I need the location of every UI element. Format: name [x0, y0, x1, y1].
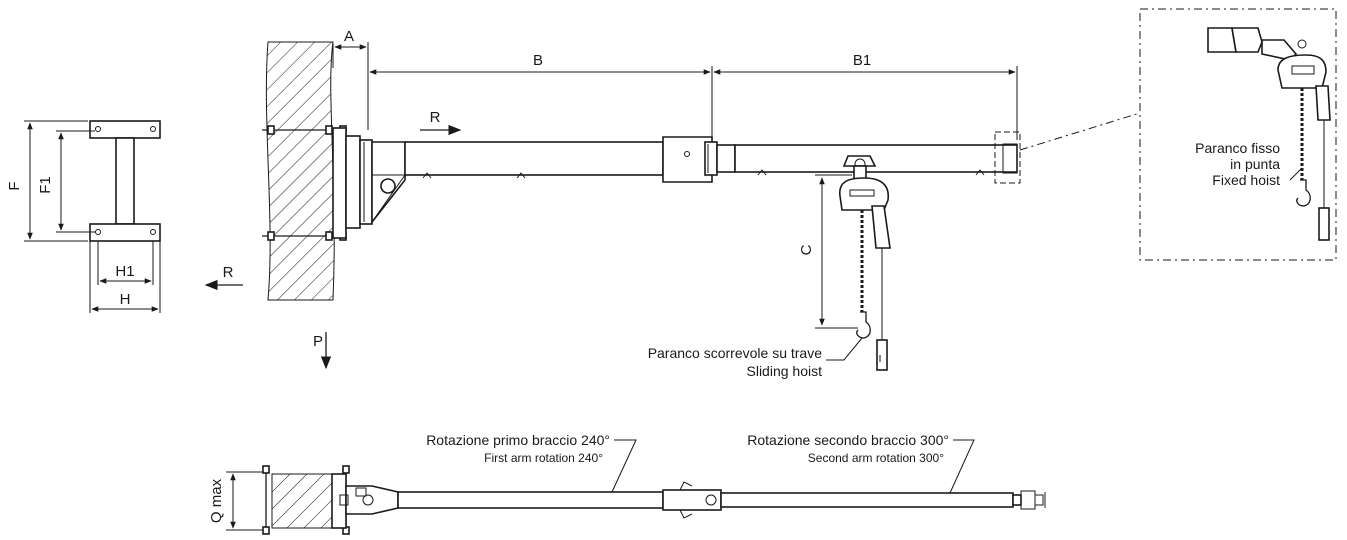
svg-text:Paranco fisso: Paranco fisso: [1195, 140, 1280, 156]
force-R-left: R: [204, 264, 243, 291]
svg-text:Paranco scorrevole su trave: Paranco scorrevole su trave: [648, 345, 823, 361]
svg-text:Fixed hoist: Fixed hoist: [1212, 172, 1280, 188]
wall-side-view: [265, 41, 335, 301]
dim-B1: B1: [853, 52, 871, 69]
first-arm: [404, 141, 664, 176]
plan-first-arm: [397, 491, 664, 509]
detail-leader: [1019, 112, 1141, 151]
plan-joint: [662, 489, 722, 511]
plan-bracket: [345, 485, 399, 515]
flange-web: [115, 137, 135, 225]
svg-text:P: P: [313, 333, 323, 350]
sliding-hoist-pendant: [876, 339, 888, 371]
fixed-hoist-detail: Paranco fisso in punta Fixed hoist: [1139, 8, 1337, 261]
jib-crane-side: [262, 112, 1141, 241]
flange-detail: F F1 H1 H: [6, 120, 161, 313]
dim-F: F: [6, 181, 23, 190]
sliding-hoist-label: Paranco scorrevole su trave Sliding hois…: [648, 337, 863, 379]
fixed-hoist-body: [1277, 54, 1327, 89]
sliding-hoist-hook: [856, 311, 871, 339]
dimension-B-B1: B B1: [369, 52, 1018, 140]
second-arm: [734, 144, 1018, 173]
fixed-hoist-pendant: [1318, 207, 1330, 241]
svg-text:R: R: [430, 109, 441, 126]
dim-B: B: [533, 52, 543, 69]
wall-section: [265, 41, 335, 301]
sliding-hoist: [839, 155, 891, 371]
dimension-A: A: [332, 28, 369, 130]
dim-F1: F1: [37, 176, 54, 194]
svg-text:R: R: [223, 264, 234, 281]
plan-second-arm: [720, 492, 1014, 508]
svg-text:in punta: in punta: [1230, 156, 1280, 172]
first-arm-rotation-en: First arm rotation 240°: [484, 451, 603, 465]
svg-text:A: A: [344, 28, 354, 45]
second-arm-rotation-it: Rotazione secondo braccio 300°: [747, 432, 949, 448]
intermediate-joint: [662, 136, 713, 183]
second-arm-rotation-en: Second arm rotation 300°: [808, 451, 944, 465]
force-P: P: [313, 332, 332, 370]
dimension-C: C: [798, 174, 858, 329]
dim-Qmax: Q max: [208, 478, 225, 523]
detail-frame: [1139, 8, 1337, 261]
sliding-hoist-body: [839, 177, 889, 211]
force-R-top: R: [420, 109, 462, 136]
fixed-hoist-hook: [1296, 179, 1311, 207]
plan-view: Q max Rotazione primo braccio 240° First…: [208, 432, 1046, 535]
wall-plan: [271, 473, 333, 529]
dim-C: C: [798, 244, 815, 255]
svg-text:Sliding hoist: Sliding hoist: [747, 363, 823, 379]
wall-bracket-plate: [332, 127, 347, 239]
dim-H1: H1: [115, 263, 134, 280]
first-arm-rotation-it: Rotazione primo braccio 240°: [426, 432, 610, 448]
dim-H: H: [120, 291, 131, 308]
